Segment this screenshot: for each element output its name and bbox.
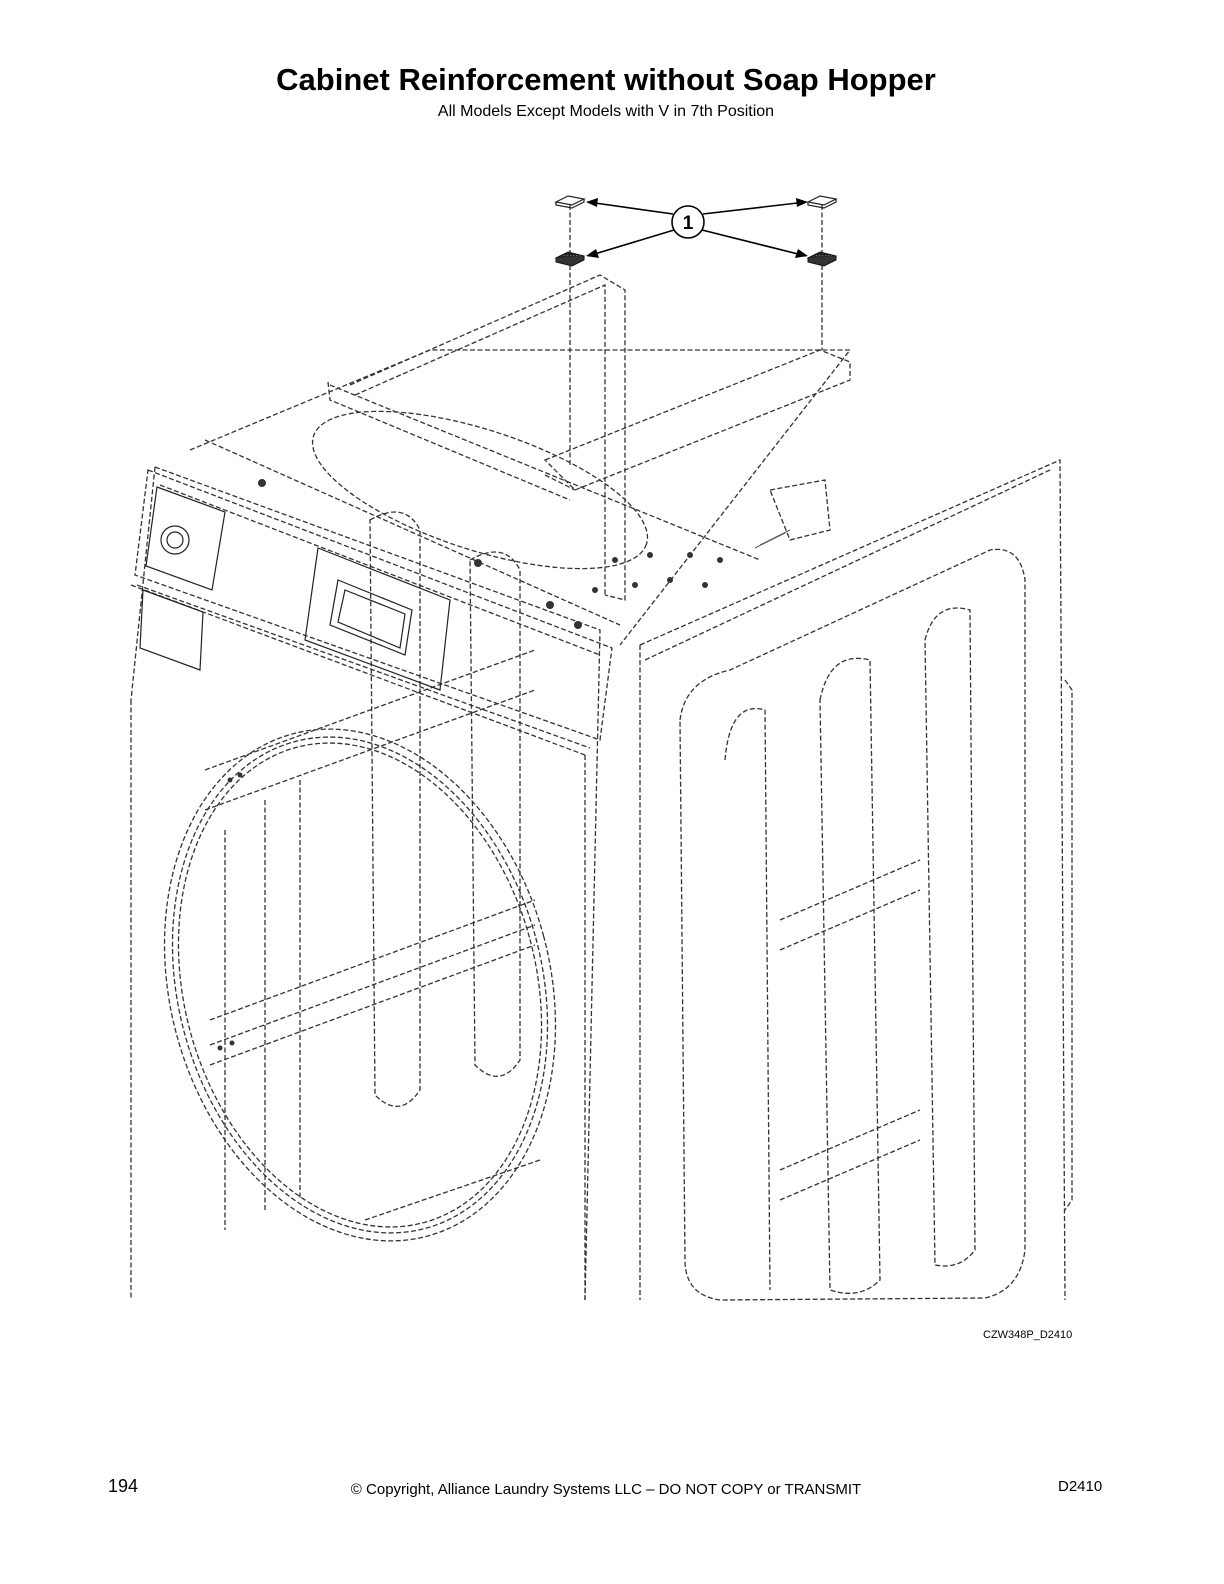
page-number: 194: [108, 1476, 139, 1496]
front-panel: [154, 466, 601, 1301]
door-opening: [163, 728, 557, 1242]
display-screen: [329, 579, 413, 656]
callout-number: 1: [683, 213, 694, 234]
copyright-notice: © Copyright, Alliance Laundry Systems LL…: [350, 1481, 862, 1498]
document-id: D2410: [1058, 1478, 1103, 1495]
control-console: [134, 469, 613, 741]
callout-leaders: [587, 201, 807, 257]
reinforcement-bracket-right: [543, 349, 851, 491]
page-title: Cabinet Reinforcement without Soap Hoppe…: [276, 62, 936, 97]
pad-bottom-left: [554, 251, 586, 267]
page-subtitle: All Models Except Models with V in 7th P…: [437, 103, 775, 120]
cabinet-left-top: [130, 466, 156, 701]
pad-top-left: [554, 195, 586, 209]
reinforcement-bracket-left: [349, 274, 626, 601]
key-switch-panel: [145, 486, 226, 591]
pad-bottom-right: [806, 251, 838, 267]
coin-slot: [139, 589, 204, 671]
side-panel: [639, 459, 1066, 1301]
callout-circle: [671, 205, 705, 239]
pad-top-right: [806, 195, 838, 209]
top-panel: [189, 349, 852, 646]
figure-code: CZW348P_D2410: [983, 1329, 1073, 1341]
display-bezel: [304, 547, 451, 691]
front-panel-lower: [130, 584, 586, 756]
